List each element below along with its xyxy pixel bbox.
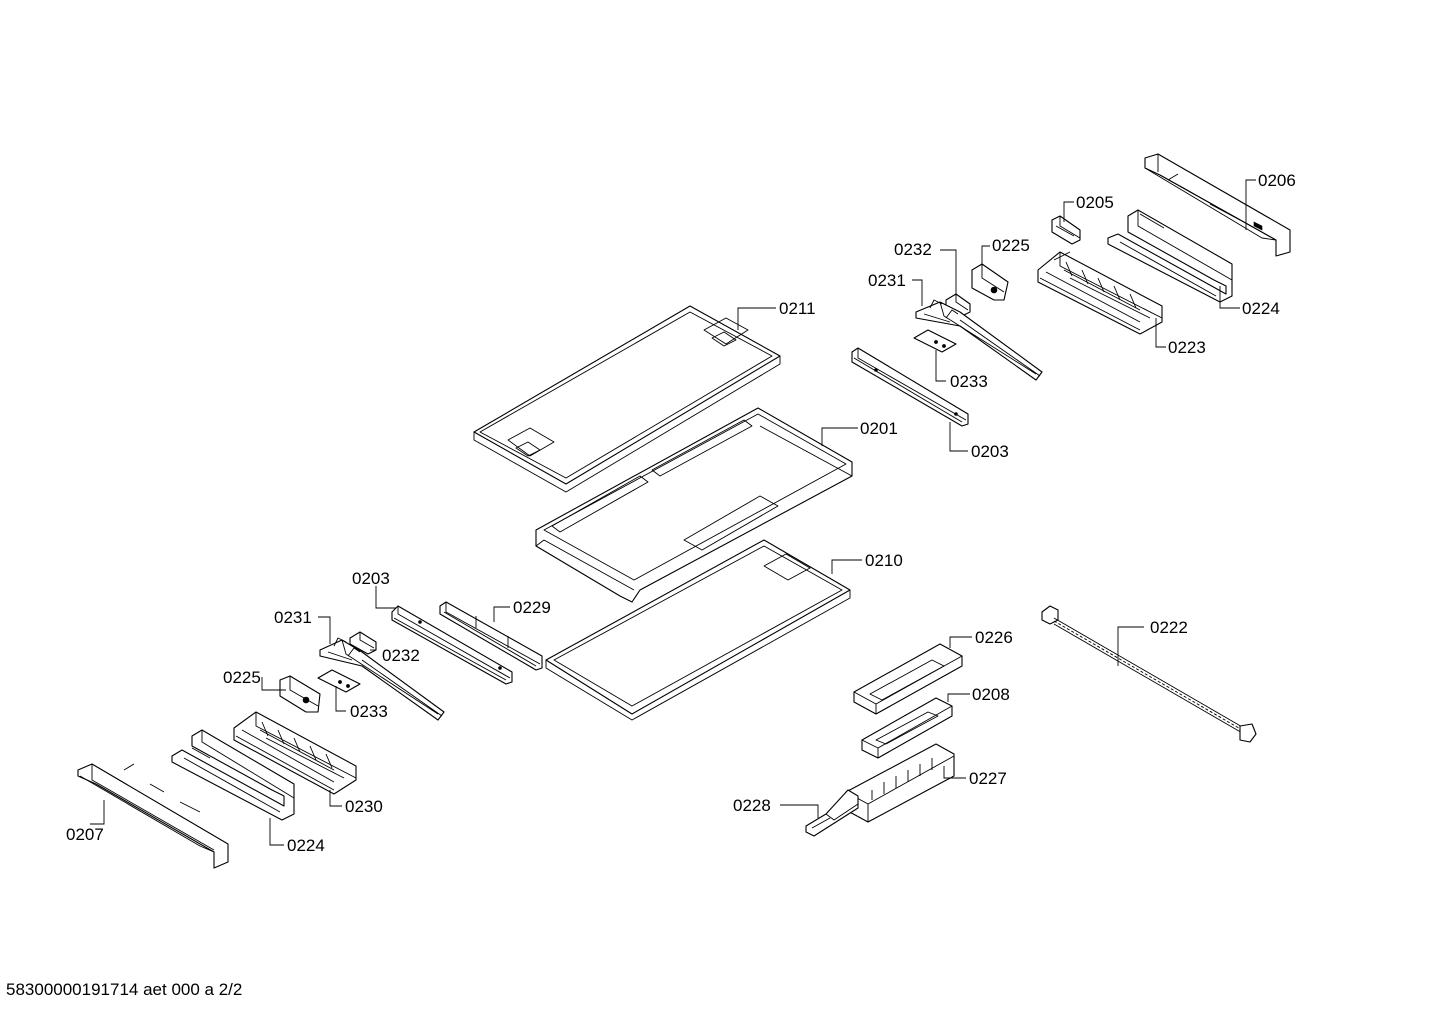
part-0228-bracket[interactable] [805, 789, 859, 837]
part-0206-cover-channel[interactable] [1144, 153, 1291, 257]
callout-0224-left: 0224 [287, 836, 325, 855]
part-0226-box[interactable] [853, 643, 963, 715]
part-0203-rail-top[interactable] [851, 347, 969, 427]
part-0223-holder-frame[interactable] [1037, 251, 1163, 335]
part-0208-box[interactable] [861, 697, 953, 759]
part-0233-plate-left[interactable] [317, 669, 361, 693]
callout-0201: 0201 [860, 419, 898, 438]
part-0229-bracket-rail[interactable] [439, 601, 543, 671]
part-0231-hinge-rail-left[interactable] [319, 637, 445, 721]
callout-0227: 0227 [969, 769, 1007, 788]
callout-0232-left: 0232 [382, 646, 420, 665]
callout-0231-top: 0231 [868, 271, 906, 290]
part-0210-lower-panel[interactable] [545, 539, 851, 721]
callout-0223: 0223 [1168, 338, 1206, 357]
part-0203-rail-left[interactable] [391, 605, 513, 685]
part-0224-channel-left[interactable] [171, 729, 295, 821]
callout-0203-left: 0203 [352, 569, 390, 588]
callout-0207: 0207 [66, 825, 104, 844]
part-0230-holder-frame[interactable] [233, 711, 357, 795]
callout-0230: 0230 [345, 797, 383, 816]
leader-lines [90, 179, 1256, 846]
callout-0233-left: 0233 [350, 702, 388, 721]
part-0205-clip[interactable] [1051, 215, 1081, 245]
callout-0222: 0222 [1150, 618, 1188, 637]
callout-0228: 0228 [733, 796, 771, 815]
part-0225-plate-top[interactable] [971, 263, 1009, 301]
part-0201-main-cover[interactable] [535, 407, 853, 603]
callout-labels: 0206 0205 0232 0225 0231 0224 0223 0211 … [66, 171, 1296, 855]
part-0233-plate-top[interactable] [913, 329, 957, 353]
part-0231-hinge-rail-top[interactable] [915, 299, 1043, 381]
callout-0224-top: 0224 [1242, 299, 1280, 318]
part-0207-cover-channel[interactable] [77, 763, 229, 869]
callout-0232-top: 0232 [894, 240, 932, 259]
part-0222-cable-harness[interactable] [1041, 605, 1257, 743]
callout-0231-left: 0231 [274, 608, 312, 627]
part-0225-plate-left[interactable] [279, 675, 321, 713]
callout-0206: 0206 [1258, 171, 1296, 190]
callout-0225-top: 0225 [992, 236, 1030, 255]
callout-0210: 0210 [865, 551, 903, 570]
callout-0203-top: 0203 [971, 442, 1009, 461]
callout-0229: 0229 [513, 598, 551, 617]
callout-0225-left: 0225 [223, 668, 261, 687]
part-0227-grille-holder[interactable] [845, 743, 955, 823]
callout-0233-top: 0233 [950, 372, 988, 391]
callout-0211: 0211 [779, 299, 816, 318]
callout-0208: 0208 [972, 685, 1010, 704]
document-code: 58300000191714 aet 000 a 2/2 [6, 980, 243, 999]
callout-0205: 0205 [1076, 193, 1114, 212]
part-0211-filter-panel[interactable] [473, 305, 781, 493]
callout-0226: 0226 [975, 628, 1013, 647]
